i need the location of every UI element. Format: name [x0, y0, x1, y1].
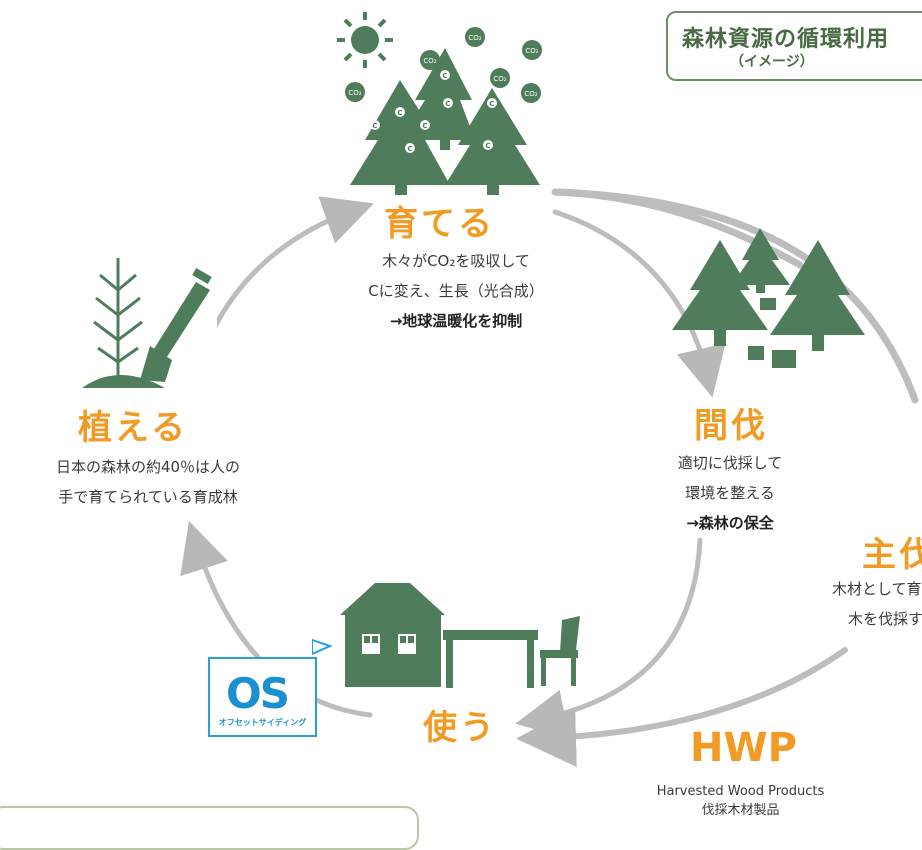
- stage-harvest-title: 主伐: [862, 535, 922, 575]
- chair-icon: [540, 616, 580, 686]
- stage-plant-description: 日本の森林の約40％は人の 手で育てられている育成林: [18, 452, 278, 512]
- stage-harvest-line1: 木材として育: [832, 580, 922, 598]
- stage-grow-title: 育てる: [384, 204, 495, 244]
- cycle-arrow-icon: [516, 647, 848, 768]
- diagram-subtitle: （イメージ）: [730, 54, 814, 70]
- sun-icon: [337, 12, 393, 68]
- plant-illustration: [80, 258, 217, 390]
- carbon-label: C: [407, 145, 412, 153]
- os-logo-caption: オフセットサイディング: [218, 718, 307, 727]
- cycle-arrow-icon: [515, 537, 703, 739]
- badge-pointer: [312, 638, 332, 656]
- stage-grow-line1: 木々がCO₂を吸収して: [382, 252, 530, 270]
- stage-harvest-line2: 木を伐採す: [848, 610, 922, 628]
- cycle-diagram-graphics: CO₂ CO₂ CO₂ CO₂ CO₂ CO₂ C C C C C C C C: [80, 12, 919, 768]
- cycle-arrow-icon: [192, 196, 374, 383]
- hwp-description: Harvested Wood Products 伐採木材製品: [648, 782, 833, 820]
- co2-label: CO₂: [348, 89, 361, 97]
- stump-icon: [748, 346, 764, 360]
- carbon-label: C: [489, 100, 494, 108]
- house-icon: [340, 583, 445, 687]
- carbon-label: C: [442, 72, 447, 80]
- stage-thin-line2: 環境を整える: [685, 484, 775, 502]
- carbon-label: C: [372, 122, 377, 130]
- stage-plant-line1: 日本の森林の約40％は人の: [55, 458, 241, 476]
- co2-label: CO₂: [525, 47, 538, 55]
- co2-label: CO₂: [493, 75, 506, 83]
- offset-siding-badge: OS オフセットサイディング: [208, 657, 317, 737]
- stage-use-title: 使う: [423, 708, 497, 748]
- co2-bubble-icon: [345, 27, 542, 103]
- stage-thin-title: 間伐: [694, 406, 768, 446]
- carbon-label: C: [422, 122, 427, 130]
- stage-thin-line3: →森林の保全: [686, 514, 774, 532]
- stage-grow-line2: Cに変え、生長（光合成）: [368, 282, 544, 300]
- stump-icon: [772, 350, 796, 368]
- stage-harvest-description: 木材として育 木を伐採す: [832, 574, 922, 634]
- sapling-icon: [93, 258, 143, 380]
- table-icon: [443, 630, 538, 688]
- stage-plant-title: 植える: [78, 408, 188, 448]
- hwp-title: HWP: [690, 725, 797, 771]
- diagram-title: 森林資源の循環利用: [682, 27, 890, 52]
- co2-label: CO₂: [423, 57, 436, 65]
- thin-illustration: [672, 228, 865, 368]
- cycle-arrow-icon: [556, 188, 919, 404]
- grow-illustration: [337, 12, 542, 195]
- hwp-line1: Harvested Wood Products: [656, 784, 825, 799]
- stump-icon: [760, 298, 776, 310]
- evergreen-tree-icon: [350, 48, 540, 195]
- os-logo: OS: [226, 669, 290, 718]
- stage-plant-line2: 手で育てられている育成林: [58, 488, 238, 506]
- co2-label: CO₂: [524, 90, 537, 98]
- shovel-icon: [140, 268, 212, 382]
- hwp-line2: 伐採木材製品: [701, 803, 780, 818]
- stage-grow-description: 木々がCO₂を吸収して Cに変え、生長（光合成） →地球温暖化を抑制: [346, 246, 566, 336]
- use-illustration: [340, 583, 580, 688]
- carbon-label: C: [397, 109, 402, 117]
- bottom-note-box: [0, 806, 419, 850]
- carbon-label: C: [445, 100, 450, 108]
- carbon-label: C: [485, 142, 490, 150]
- diagram-title-box: 森林資源の循環利用 （イメージ）: [666, 11, 922, 81]
- cycle-arrow-icon: [552, 209, 726, 398]
- co2-label: CO₂: [468, 34, 481, 42]
- stage-grow-line3: →地球温暖化を抑制: [389, 312, 523, 330]
- evergreen-tree-icon: [672, 240, 768, 330]
- stage-thin-description: 適切に伐採して 環境を整える →森林の保全: [630, 448, 830, 538]
- evergreen-tree-icon: [732, 228, 790, 285]
- stage-thin-line1: 適切に伐採して: [677, 454, 783, 472]
- evergreen-tree-icon: [770, 240, 865, 335]
